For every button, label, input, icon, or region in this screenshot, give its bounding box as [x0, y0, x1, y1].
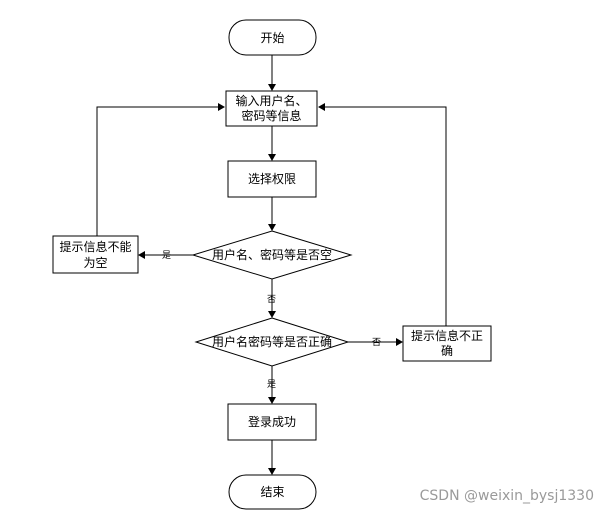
edge-label-correct-yes: 是 [267, 379, 276, 390]
arrowhead [138, 251, 145, 259]
node-input: 输入用户名、 密码等信息 [225, 90, 318, 127]
node-input-line1: 输入用户名、 [235, 93, 307, 108]
arrowhead [268, 397, 276, 404]
node-check-empty-label: 用户名、密码等是否空 [212, 247, 332, 262]
node-login-success-label: 登录成功 [248, 414, 296, 429]
node-select-role-label: 选择权限 [248, 172, 296, 186]
node-end: 结束 [228, 474, 317, 510]
node-input-line2: 密码等信息 [241, 108, 301, 123]
node-empty-msg: 提示信息不能 为空 [52, 235, 139, 274]
arrowhead [396, 338, 403, 346]
edge-incorrect-msg-to-input [325, 106, 447, 326]
node-empty-msg-line2: 为空 [83, 256, 107, 270]
edge-label-correct-no: 否 [372, 337, 381, 348]
node-start-label: 开始 [260, 31, 284, 45]
node-select-role: 选择权限 [227, 160, 317, 198]
arrowhead [268, 224, 276, 231]
node-login-success: 登录成功 [227, 403, 317, 441]
node-check-correct-label: 用户名密码等是否正确 [212, 334, 332, 349]
node-incorrect-msg-line2: 确 [441, 344, 453, 358]
edge-label-empty-no: 否 [267, 294, 276, 305]
node-empty-msg-line1: 提示信息不能 [59, 239, 131, 254]
arrowhead [268, 84, 276, 91]
node-check-empty: 用户名、密码等是否空 [191, 230, 353, 280]
arrowhead [218, 103, 225, 111]
node-incorrect-msg-line1: 提示信息不正 [411, 328, 483, 343]
node-check-correct: 用户名密码等是否正确 [194, 317, 350, 367]
arrowhead [268, 468, 276, 475]
arrowhead [268, 311, 276, 318]
arrowhead [318, 103, 325, 111]
node-start: 开始 [228, 19, 317, 56]
node-end-label: 结束 [260, 485, 284, 499]
node-incorrect-msg: 提示信息不正 确 [402, 325, 492, 362]
arrowhead [268, 154, 276, 161]
edge-empty-msg-to-input [96, 106, 218, 236]
watermark-text: CSDN @weixin_bysj1330 [420, 488, 594, 504]
edge-label-empty-yes: 是 [162, 250, 171, 261]
